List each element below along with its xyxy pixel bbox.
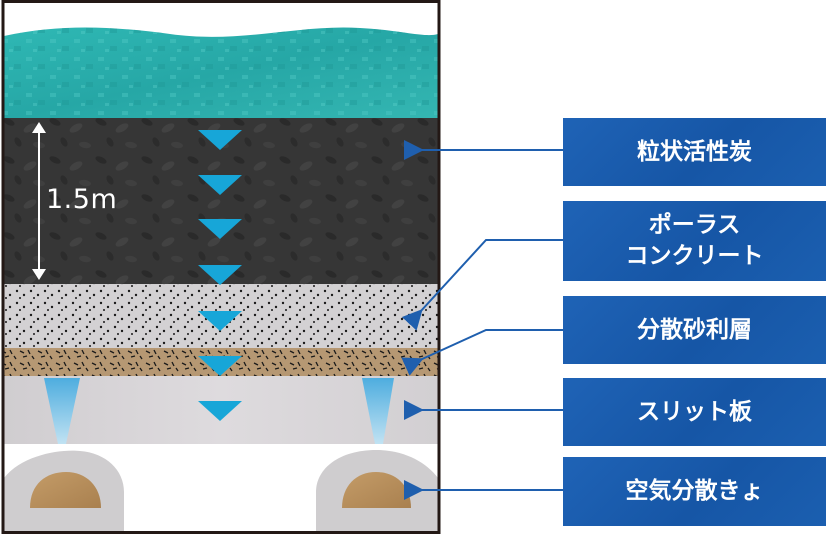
label-text: 粒状活性炭 [637, 138, 752, 165]
flow-arrow [198, 401, 242, 421]
flow-arrow [198, 265, 242, 285]
air-jet-left [44, 378, 80, 444]
flow-arrow [198, 311, 242, 331]
flow-arrow [198, 219, 242, 239]
label-porous-concrete: ポーラス コンクリート [563, 201, 826, 281]
leader-lines [401, 140, 563, 500]
leader-line-porous [401, 239, 563, 331]
label-text: 空気分散きょ [625, 478, 764, 504]
label-text: 分散砂利層 [637, 316, 752, 343]
label-dispersion-gravel-layer: 分散砂利層 [563, 296, 826, 364]
tank-outline [1, 0, 441, 534]
flow-arrow [198, 356, 242, 376]
flow-direction-arrows [198, 130, 242, 421]
flow-arrow [198, 130, 242, 150]
label-text-line1: ポーラス [648, 212, 741, 238]
label-text-line2: コンクリート [625, 243, 764, 269]
label-text: スリット板 [637, 398, 752, 425]
label-granular-activated-carbon: 粒状活性炭 [563, 118, 826, 186]
diffuser-core-left [30, 472, 101, 508]
diffuser-core-right [342, 472, 411, 508]
depth-dimension-label: 1.5m [46, 184, 118, 215]
water-texture [4, 27, 438, 118]
leader-line-gravel [401, 329, 563, 376]
air-jet-right [362, 378, 394, 444]
label-air-diffuser-pipe: 空気分散きょ [563, 457, 826, 526]
flow-arrow [198, 175, 242, 195]
label-slit-plate: スリット板 [563, 378, 826, 446]
dimension-indicator [32, 122, 46, 280]
